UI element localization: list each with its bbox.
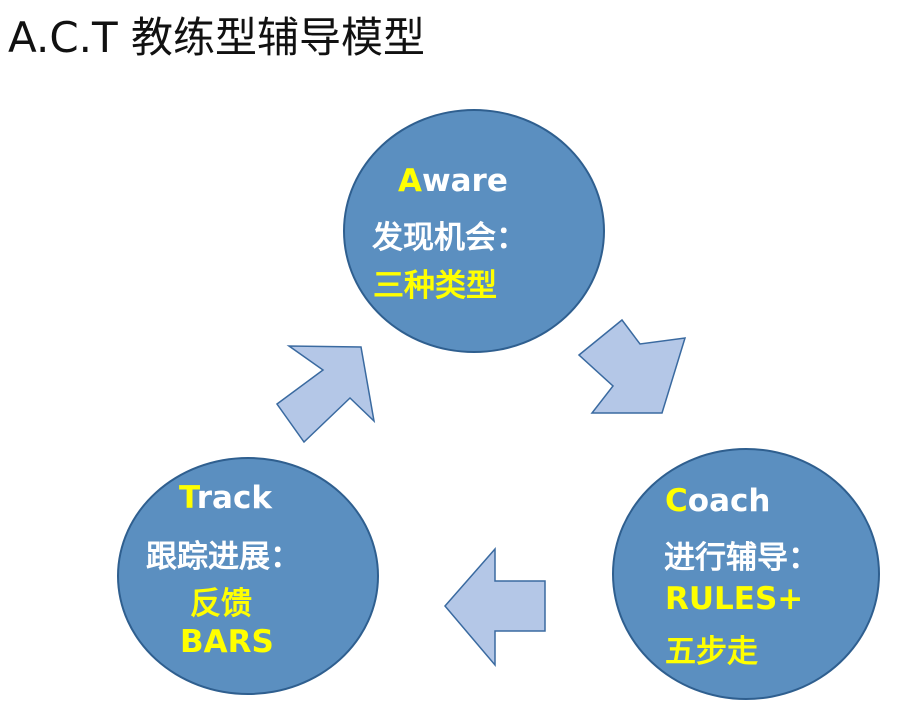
track-rest: rack [196, 480, 272, 516]
coach-detail-1: RULES+ [665, 581, 804, 617]
aware-detail: 三种类型 [373, 268, 497, 304]
arrow-coach-to-track [444, 547, 546, 668]
coach-initial: C [665, 483, 688, 519]
coach-detail-2: 五步走 [665, 634, 758, 670]
coach-heading: Coach [665, 483, 770, 519]
track-circle [117, 457, 379, 695]
track-heading: Track [179, 480, 272, 516]
aware-heading: Aware [398, 163, 508, 199]
coach-subtitle: 进行辅导： [664, 540, 819, 576]
track-detail-2: BARS [180, 624, 274, 660]
page-title: A.C.T 教练型辅导模型 [8, 13, 426, 62]
aware-initial: A [398, 163, 422, 199]
coach-rest: oach [687, 483, 771, 519]
track-subtitle: 跟踪进展： [146, 539, 301, 575]
aware-subtitle: 发现机会： [372, 220, 527, 256]
arrow-aware-to-coach [577, 318, 687, 414]
aware-circle [343, 109, 605, 353]
arrow-track-to-aware [275, 345, 376, 444]
track-initial: T [179, 480, 197, 516]
track-detail-1: 反馈 [190, 586, 252, 622]
aware-rest: ware [422, 163, 508, 199]
coach-circle [612, 448, 880, 700]
